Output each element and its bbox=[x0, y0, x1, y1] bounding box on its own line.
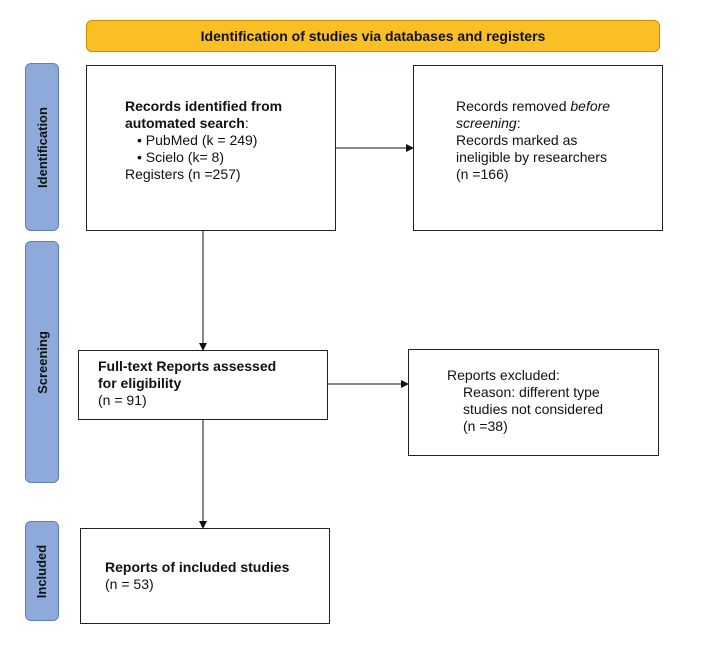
registers-count: Registers (n =257) bbox=[125, 166, 241, 182]
fulltext-heading-2: for eligibility bbox=[98, 375, 182, 391]
reports-excluded-box: Reports excluded: Reason: different type… bbox=[408, 349, 659, 456]
identification-header-bar: Identification of studies via databases … bbox=[86, 20, 660, 52]
records-ineligible: ineligible by researchers bbox=[456, 149, 607, 165]
records-removed-before: before bbox=[570, 98, 611, 114]
records-removed-count: (n =166) bbox=[456, 166, 509, 182]
records-identified-box: Records identified from automated search… bbox=[86, 65, 336, 231]
excluded-reason-2: studies not considered bbox=[463, 401, 604, 417]
excluded-reason-1: Reason: different type bbox=[463, 384, 600, 400]
fulltext-heading-1: Full-text Reports assessed bbox=[98, 358, 277, 374]
phase-included-label: Included bbox=[25, 521, 59, 621]
included-heading: Reports of included studies bbox=[105, 559, 290, 575]
fulltext-assessed-box: Full-text Reports assessed for eligibili… bbox=[78, 350, 328, 420]
source-pubmed: • PubMed (k = 249) bbox=[137, 132, 258, 148]
records-identified-heading-1: Records identified from bbox=[125, 98, 283, 114]
records-identified-colon: : bbox=[244, 115, 249, 131]
header-title: Identification of studies via databases … bbox=[200, 28, 546, 44]
included-count: (n = 53) bbox=[105, 576, 154, 592]
excluded-count: (n =38) bbox=[463, 418, 508, 434]
fulltext-count: (n = 91) bbox=[98, 392, 147, 408]
excluded-heading: Reports excluded: bbox=[447, 367, 560, 383]
records-removed-prefix: Records removed bbox=[456, 98, 571, 114]
records-identified-heading-2: automated search bbox=[125, 115, 245, 131]
phase-identification-label: Identification bbox=[25, 63, 59, 231]
phase-screening-label: Screening bbox=[25, 241, 59, 483]
source-scielo: • Scielo (k= 8) bbox=[137, 149, 224, 165]
records-marked: Records marked as bbox=[456, 132, 578, 148]
records-removed-screening: screening bbox=[456, 115, 517, 131]
records-removed-colon: : bbox=[516, 115, 521, 131]
records-removed-box: Records removed before screening: Record… bbox=[413, 65, 663, 231]
